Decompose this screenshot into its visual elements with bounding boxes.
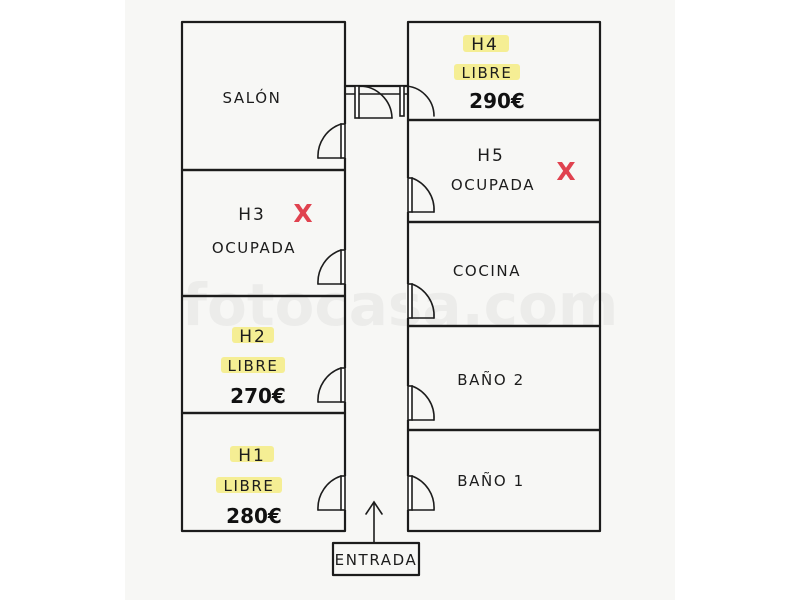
salon-label: SALÓN bbox=[223, 88, 282, 107]
door-bano2 bbox=[406, 385, 435, 421]
h4-label: H4 bbox=[471, 35, 499, 55]
h2-highlight bbox=[232, 327, 274, 343]
room-h1 bbox=[180, 411, 347, 533]
h4-status-highlight bbox=[454, 64, 520, 80]
left-wing bbox=[180, 20, 347, 533]
door-h5 bbox=[406, 177, 435, 213]
h5-label: H5 bbox=[477, 146, 505, 166]
right-wing bbox=[406, 20, 602, 533]
h2-status: LIBRE bbox=[228, 357, 279, 375]
h1-label: H1 bbox=[238, 446, 266, 466]
door-h1 bbox=[317, 475, 347, 511]
bano1-label: BAÑO 1 bbox=[457, 471, 525, 490]
h3-label: H3 bbox=[238, 205, 266, 225]
entrance-box bbox=[331, 541, 421, 577]
h2-status-highlight bbox=[221, 357, 285, 373]
h4-status: LIBRE bbox=[462, 64, 513, 82]
h5-occupied-mark: X bbox=[556, 157, 575, 186]
h1-status: LIBRE bbox=[224, 477, 275, 495]
door-h3 bbox=[317, 249, 347, 285]
cocina-label: COCINA bbox=[453, 262, 521, 280]
h3-occupied-mark: X bbox=[293, 199, 312, 228]
h1-highlight bbox=[230, 446, 274, 462]
door-bano1 bbox=[406, 475, 435, 511]
h2-label: H2 bbox=[239, 327, 267, 347]
door-corridor-top bbox=[354, 85, 393, 119]
entrance-arrow bbox=[365, 500, 383, 543]
h4-price: 290€ bbox=[469, 89, 525, 113]
h1-status-highlight bbox=[216, 477, 282, 493]
door-h2 bbox=[317, 367, 347, 403]
entrance-label: ENTRADA bbox=[335, 551, 418, 569]
door-cocina bbox=[406, 283, 435, 319]
h3-status: OCUPADA bbox=[212, 239, 296, 257]
bano2-label: BAÑO 2 bbox=[457, 370, 525, 389]
h1-price: 280€ bbox=[226, 504, 282, 528]
door-salon bbox=[317, 123, 347, 159]
h2-price: 270€ bbox=[230, 384, 286, 408]
h4-highlight bbox=[463, 35, 509, 52]
door-h4-corridor bbox=[399, 85, 435, 117]
h5-status: OCUPADA bbox=[451, 176, 535, 194]
